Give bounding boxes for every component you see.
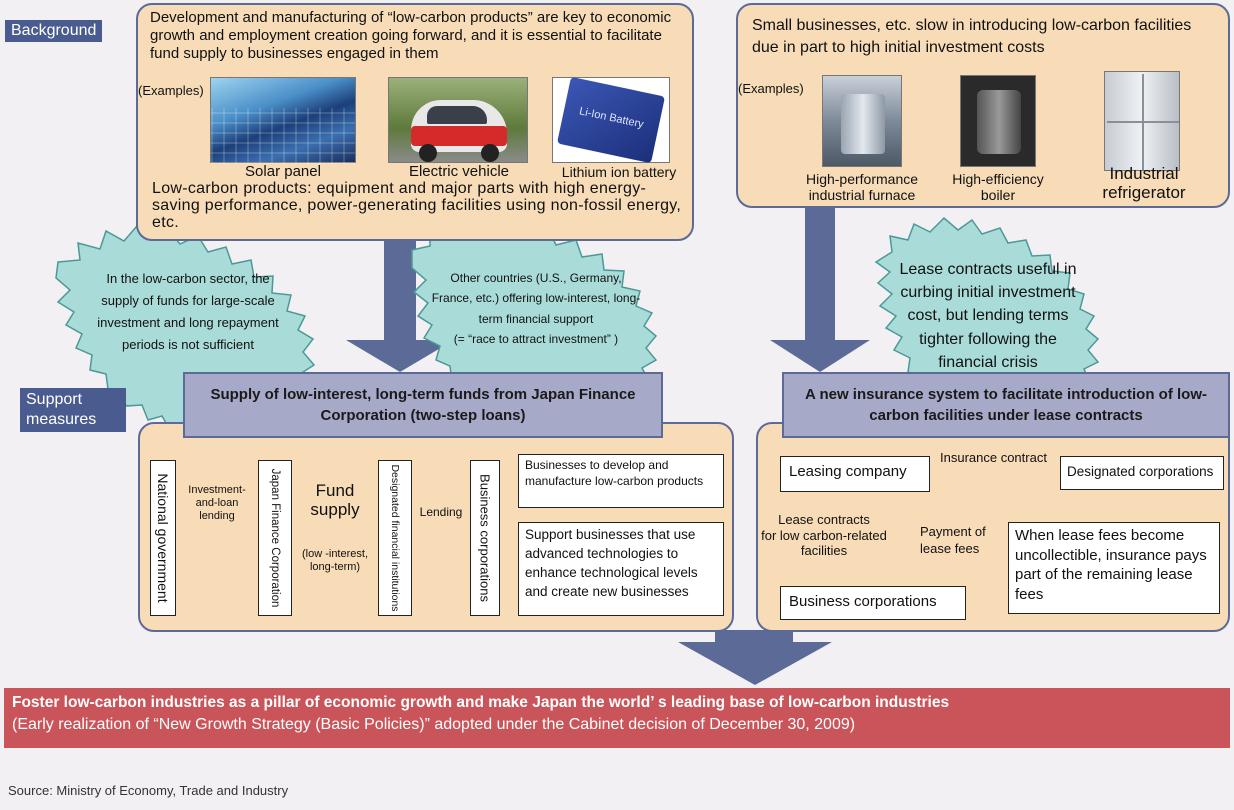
business-corporations-label-left: Business corporations: [477, 474, 493, 602]
investment-lending-label: Investment- and-loan lending: [188, 484, 246, 523]
industrial-furnace-image: [822, 75, 902, 167]
callout-insurance-pays: When lease fees become uncollectible, in…: [1008, 522, 1220, 614]
fund-supply-label: Fund supply: [310, 481, 360, 519]
japan-finance-corp-label: Japan Finance Corporation: [269, 468, 281, 608]
designated-financial-institutions-box: Designated financial institutions: [378, 460, 412, 616]
down-arrow-left: [346, 238, 454, 372]
electric-vehicle-image: [388, 77, 528, 163]
business-corporations-box-left: Business corporations: [470, 460, 500, 616]
background-tag: Background: [5, 20, 103, 42]
callout-support-businesses: Support businesses that use advanced tec…: [518, 522, 724, 616]
solar-panel-image: [210, 77, 356, 164]
starburst-middle-text: Other countries (U.S., Germany, France, …: [431, 271, 641, 347]
payment-lease-fees-label: Payment of lease fees: [920, 524, 986, 556]
source-note: Source: Ministry of Economy, Trade and I…: [8, 783, 289, 798]
furnace-caption: High-performance industrial furnace: [805, 171, 919, 204]
japan-finance-corp-box: Japan Finance Corporation: [258, 460, 292, 616]
right-measure-title: A new insurance system to facilitate int…: [782, 372, 1230, 438]
leasing-company-box: Leasing company: [780, 456, 930, 492]
left-background-panel: Development and manufacturing of “low-ca…: [136, 3, 694, 241]
starburst-left-text: In the low-carbon sector, the supply of …: [97, 271, 279, 353]
goal-line-2: (Early realization of “New Growth Strate…: [12, 716, 856, 733]
callout-develop-products: Businesses to develop and manufacture lo…: [518, 454, 724, 508]
down-arrow-right: [770, 200, 870, 372]
business-corporations-box-right: Business corporations: [780, 586, 966, 620]
lithium-battery-image: Li-Ion Battery: [552, 76, 670, 164]
goal-banner: Foster low-carbon industries as a pillar…: [4, 688, 1230, 748]
down-arrow-bottom: [678, 630, 832, 685]
left-background-text: Development and manufacturing of “low-ca…: [150, 9, 672, 62]
electric-vehicle-caption: Electric vehicle: [408, 163, 510, 180]
designated-fi-label: Designated financial institutions: [389, 464, 401, 612]
lending-label: Lending: [419, 505, 463, 519]
refrigerator-caption: Industrial refrigerator: [1102, 164, 1186, 202]
right-background-text: Small businesses, etc. slow in introduci…: [752, 17, 1192, 56]
boiler-image: [960, 75, 1036, 167]
refrigerator-image: [1104, 71, 1180, 171]
left-examples-label: (Examples): [138, 83, 204, 98]
fund-terms-label: (low -interest, long-term): [301, 548, 369, 574]
designated-corporations-box: Designated corporations: [1060, 456, 1224, 490]
lithium-battery-caption: Lithium ion battery: [561, 164, 677, 180]
left-measure-title: Supply of low-interest, long-term funds …: [183, 372, 663, 438]
solar-panel-caption: Solar panel: [245, 163, 321, 180]
right-examples-label: (Examples): [738, 81, 804, 96]
low-carbon-definition: Low-carbon products: equipment and major…: [152, 180, 682, 231]
national-government-label: National government: [155, 473, 171, 603]
battery-print-text: Li-Ion Battery: [578, 105, 645, 131]
starburst-right-text: Lease contracts useful in curbing initia…: [899, 261, 1077, 371]
boiler-caption: High-efficiency boiler: [952, 171, 1044, 204]
right-background-panel: Small businesses, etc. slow in introduci…: [736, 3, 1230, 208]
support-measures-tag: Support measures: [20, 388, 126, 432]
national-government-box: National government: [150, 460, 176, 616]
insurance-contract-label: Insurance contract: [940, 450, 1047, 465]
goal-line-1: Foster low-carbon industries as a pillar…: [12, 694, 950, 711]
lease-contracts-label: Lease contracts for low carbon-related f…: [761, 512, 887, 559]
